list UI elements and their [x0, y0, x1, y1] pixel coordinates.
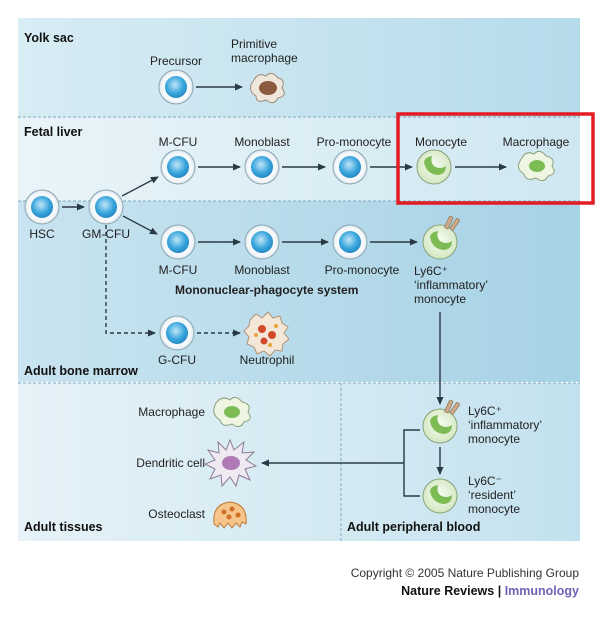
- bm-monoblast-cell-icon: [244, 224, 280, 260]
- tissue-macrophage-label: Macrophage: [138, 405, 205, 419]
- fl-macrophage-cell-icon: [518, 150, 555, 182]
- section-title-yolk-sac: Yolk sac: [24, 31, 74, 45]
- fl-monocyte-label: Monocyte: [415, 135, 467, 149]
- gcfu-cell-icon: [159, 315, 195, 351]
- tissue-macrophage-icon: [213, 396, 251, 428]
- fl-macrophage-label: Macrophage: [503, 135, 570, 149]
- pb-resident-label-line3: monocyte: [468, 502, 520, 516]
- arrow: [121, 176, 159, 197]
- fl-promonocyte-cell-icon: [332, 149, 368, 185]
- journal-name: Nature Reviews: [401, 584, 495, 598]
- pb-resident-monocyte-icon: [422, 478, 458, 514]
- bm-ly6c-label-line2: ‘inflammatory’: [414, 278, 488, 292]
- adult-tissues-panel: [18, 383, 341, 541]
- fl-monocyte-cell-icon: [416, 149, 452, 185]
- bm-mcfu-cell-icon: [160, 224, 196, 260]
- journal-credit: Nature Reviews | Immunology: [401, 584, 579, 598]
- section-title-adult-tissues: Adult tissues: [24, 520, 103, 534]
- journal-subtitle: Immunology: [504, 584, 579, 598]
- pb-inflammatory-label-line2: ‘inflammatory’: [468, 418, 542, 432]
- dendritic-cell-icon: [203, 438, 258, 488]
- hsc-label: HSC: [29, 227, 55, 241]
- journal-separator: |: [494, 584, 505, 598]
- pb-inflammatory-label-line3: monocyte: [468, 432, 520, 446]
- fl-monoblast-cell-icon: [244, 149, 280, 185]
- copyright-text: Copyright © 2005 Nature Publishing Group: [350, 566, 579, 580]
- section-title-adult-peripheral-blood: Adult peripheral blood: [347, 520, 480, 534]
- primitive-macrophage-label-line2: macrophage: [231, 51, 298, 65]
- adult-bone-marrow-panel: [18, 201, 580, 382]
- precursor-label: Precursor: [150, 54, 202, 68]
- highlight-box: [396, 112, 595, 205]
- bm-promonocyte-cell-icon: [332, 224, 368, 260]
- gmcfu-cell-icon: [88, 189, 124, 225]
- hsc-cell-icon: [24, 189, 60, 225]
- bm-mcfu-label: M-CFU: [159, 263, 198, 277]
- section-title-fetal-liver: Fetal liver: [24, 125, 82, 139]
- osteoclast-icon: [213, 501, 247, 529]
- fl-promonocyte-label: Pro-monocyte: [317, 135, 392, 149]
- bm-ly6c-monocyte-icon: [422, 215, 460, 260]
- fl-monoblast-label: Monoblast: [234, 135, 290, 149]
- bm-monoblast-label: Monoblast: [234, 263, 290, 277]
- dashed-arrow: [105, 225, 156, 337]
- bm-ly6c-label-line1: Ly6C⁺: [414, 264, 448, 278]
- primitive-macrophage-label-line1: Primitive: [231, 37, 277, 51]
- pb-inflammatory-monocyte-icon: [422, 399, 460, 444]
- adult-peripheral-blood-panel: [341, 383, 580, 541]
- neutrophil-label: Neutrophil: [240, 353, 295, 367]
- gcfu-label: G-CFU: [158, 353, 196, 367]
- pb-inflammatory-label-line1: Ly6C⁺: [468, 404, 502, 418]
- fl-mcfu-cell-icon: [160, 149, 196, 185]
- bm-promonocyte-label: Pro-monocyte: [325, 263, 400, 277]
- section-title-adult-bone-marrow: Adult bone marrow: [24, 364, 138, 378]
- bm-ly6c-label-line3: monocyte: [414, 292, 466, 306]
- fetal-liver-panel: [18, 117, 580, 201]
- primitive-macrophage-icon: [250, 72, 285, 104]
- pb-resident-label-line2: ‘resident’: [468, 488, 516, 502]
- mononuclear-phagocyte-system-label: Mononuclear-phagocyte system: [175, 283, 358, 297]
- osteoclast-label: Osteoclast: [148, 507, 205, 521]
- precursor-cell-icon: [158, 69, 194, 105]
- arrow: [122, 215, 158, 235]
- pb-resident-label-line1: Ly6C⁻: [468, 474, 502, 488]
- dendritic-cell-label: Dendritic cell: [136, 456, 205, 470]
- neutrophil-cell-icon: [243, 311, 290, 357]
- fl-mcfu-label: M-CFU: [159, 135, 198, 149]
- yolk-sac-panel: [18, 18, 580, 117]
